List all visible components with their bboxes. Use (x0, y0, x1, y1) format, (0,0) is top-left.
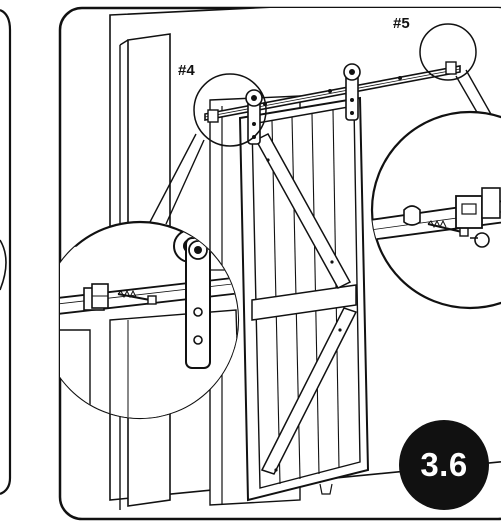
roller-hanger-icon (245, 89, 263, 145)
previous-panel-edge (0, 8, 12, 496)
callout-label-5: #5 (393, 15, 410, 32)
roller-hanger-icon (343, 63, 361, 121)
detail-marker-right (419, 23, 477, 81)
previous-panel-circle-edge (0, 239, 7, 291)
detail-marker-left (193, 73, 267, 147)
rail-stopper-icon (83, 283, 109, 311)
magnifier-right-content (372, 187, 501, 248)
step-number-badge: 3.6 (399, 420, 489, 510)
rail-stopper-right (445, 61, 457, 75)
rail-stopper-left (207, 109, 219, 123)
barn-door (238, 96, 370, 502)
callout-label-4: #4 (178, 62, 195, 79)
bolt-icon (117, 289, 157, 305)
rail-stopper-icon (455, 187, 501, 248)
